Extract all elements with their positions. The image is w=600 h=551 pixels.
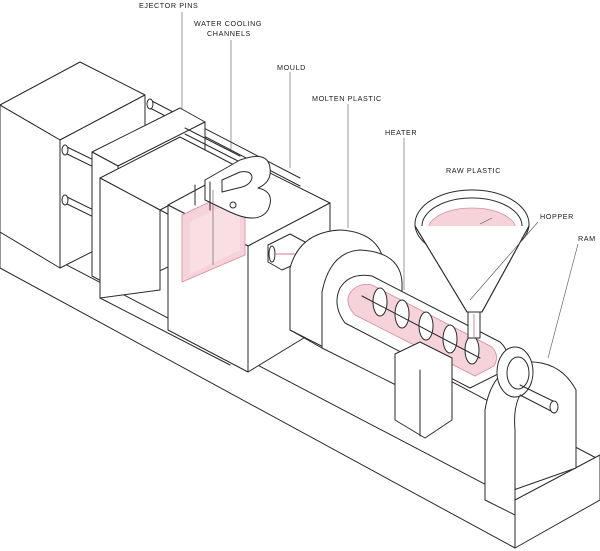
label-ejector-pins: EJECTOR PINS (139, 1, 198, 10)
rear-support (484, 346, 577, 516)
leader-lines (181, 12, 579, 359)
label-molten-plastic: MOLTEN PLASTIC (312, 94, 382, 103)
barrel-stand (394, 341, 453, 439)
hopper (414, 189, 530, 339)
ejector-pin-head (229, 201, 237, 209)
label-water-cooling-line2: CHANNELS (207, 29, 251, 38)
moulded-part (204, 155, 271, 219)
label-ram: RAM (578, 234, 596, 243)
labels: EJECTOR PINS WATER COOLING CHANNELS MOUL… (139, 1, 596, 243)
label-mould: MOULD (277, 63, 306, 72)
label-hopper: HOPPER (540, 212, 574, 221)
label-heater: HEATER (385, 128, 417, 137)
ram-rod-end (549, 400, 559, 414)
label-water-cooling-line1: WATER COOLING (194, 19, 262, 28)
label-raw-plastic: RAW PLASTIC (446, 166, 501, 175)
